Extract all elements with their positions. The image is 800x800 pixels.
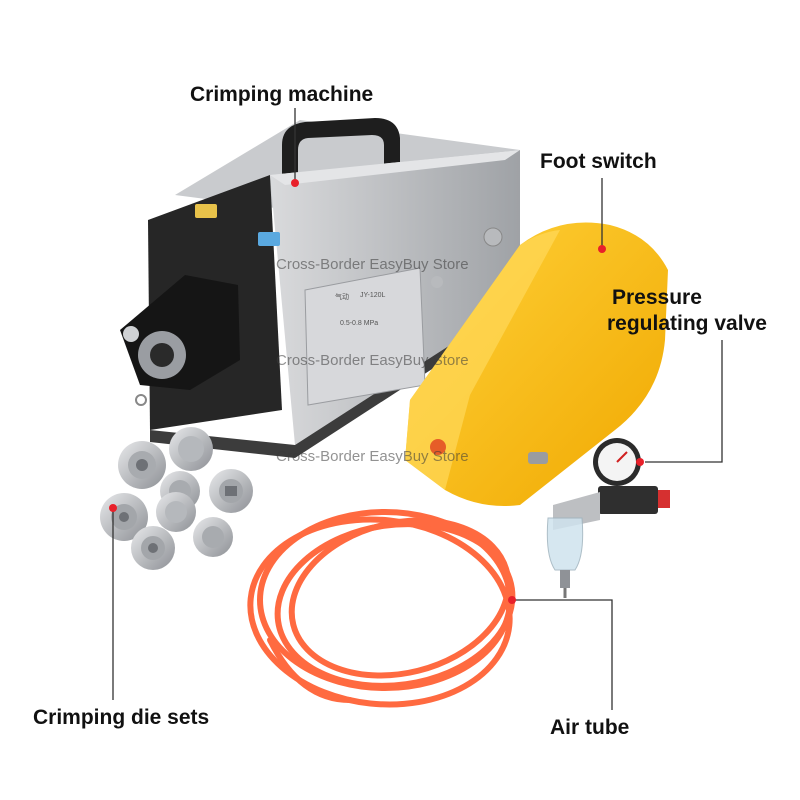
plate-pressure: 0.5-0.8 MPa bbox=[340, 320, 379, 327]
marker-foot-switch bbox=[598, 245, 606, 253]
air-tube bbox=[247, 509, 516, 708]
plate-title: 气动 bbox=[335, 294, 349, 301]
marker-pressure-valve bbox=[636, 458, 644, 466]
label-pressure-valve-line2: regulating valve bbox=[607, 312, 767, 335]
plate-model: JY-120L bbox=[360, 292, 386, 299]
crimping-machine bbox=[120, 118, 520, 458]
foot-switch bbox=[405, 222, 668, 506]
leader-pressure-valve bbox=[645, 340, 723, 463]
watermark-3: Cross-Border EasyBuy Store bbox=[276, 448, 469, 465]
watermark-1: Cross-Border EasyBuy Store bbox=[276, 256, 469, 273]
marker-crimping-machine bbox=[291, 179, 299, 187]
crimping-die-sets bbox=[100, 427, 253, 570]
markers bbox=[109, 179, 644, 604]
marker-die-sets bbox=[109, 504, 117, 512]
leader-air-tube bbox=[514, 599, 613, 710]
label-pressure-valve-line1: Pressure bbox=[612, 286, 702, 309]
label-crimping-die-sets: Crimping die sets bbox=[33, 706, 210, 729]
watermark-2: Cross-Border EasyBuy Store bbox=[276, 352, 469, 369]
label-foot-switch: Foot switch bbox=[540, 150, 657, 173]
pressure-regulating-valve bbox=[546, 438, 670, 598]
label-crimping-machine: Crimping machine bbox=[190, 83, 374, 106]
marker-air-tube bbox=[508, 596, 516, 604]
leader-lines bbox=[112, 108, 723, 710]
label-air-tube: Air tube bbox=[550, 716, 630, 739]
